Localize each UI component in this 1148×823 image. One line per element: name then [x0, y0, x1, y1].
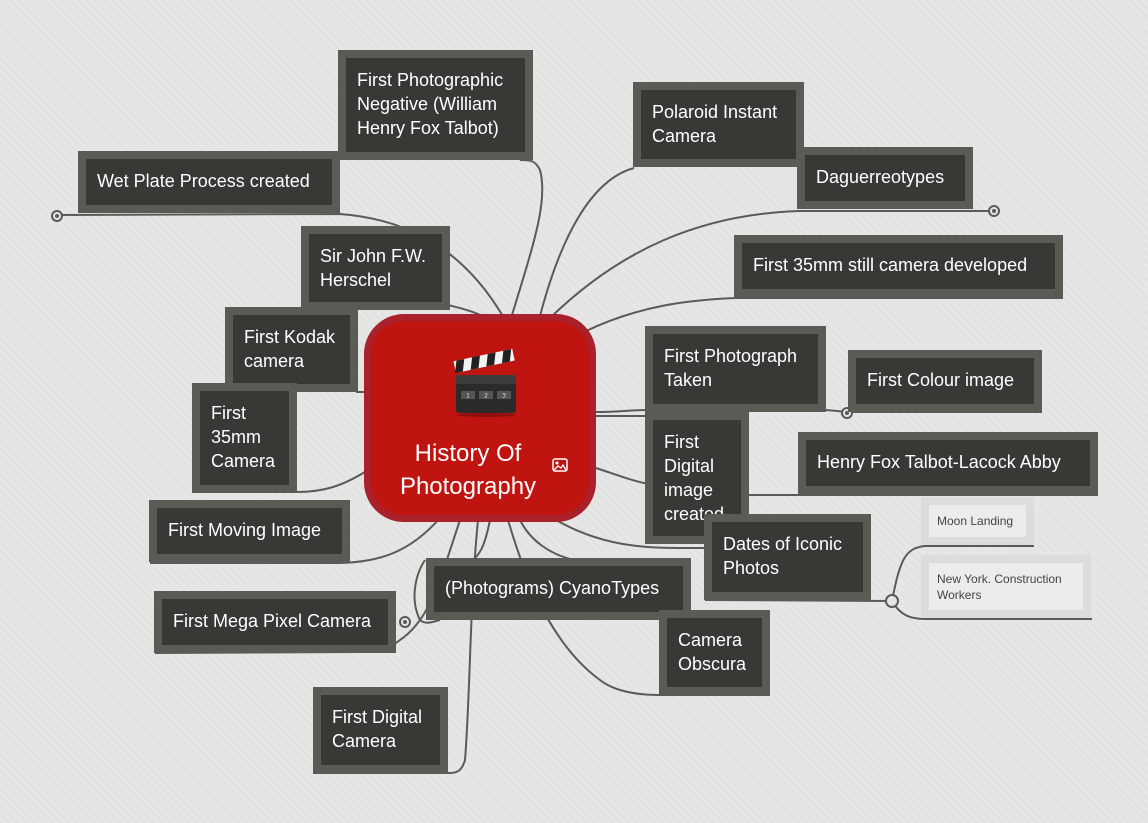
topic-label: Camera Obscura — [667, 618, 762, 687]
subtopic-new-york-construction-workers[interactable]: New York. Construction Workers — [921, 555, 1091, 618]
connector-daguerreotypes — [549, 210, 994, 319]
subtopic-moon-landing[interactable]: Moon Landing — [921, 497, 1034, 545]
central-topic-title: History Of Photography — [399, 440, 537, 500]
connector-first-negative — [511, 159, 544, 316]
subtopic-label: Moon Landing — [929, 505, 1026, 537]
topic-first-digital-camera[interactable]: First Digital Camera — [313, 687, 448, 773]
connector-moving-image — [150, 517, 441, 564]
topic-cyanotypes[interactable]: (Photograms) CyanoTypes — [426, 558, 691, 620]
topic-dates-of-iconic-photos[interactable]: Dates of Iconic Photos — [704, 514, 871, 600]
topic-wet-plate-process[interactable]: Wet Plate Process created — [78, 151, 340, 213]
topic-label: First 35mm still camera developed — [742, 243, 1055, 289]
topic-label: Polaroid Instant Camera — [641, 90, 796, 159]
topic-first-photographic-negative[interactable]: First Photographic Negative (William Hen… — [338, 50, 533, 160]
central-topic[interactable]: 1 2 3 History Of Photography — [364, 314, 596, 522]
clapperboard-icon: 1 2 3 — [453, 348, 516, 417]
svg-text:2: 2 — [484, 393, 488, 400]
topic-polaroid-instant-camera[interactable]: Polaroid Instant Camera — [633, 82, 804, 167]
topic-label: First Moving Image — [157, 508, 342, 554]
topic-label: First Digital Camera — [321, 695, 440, 765]
svg-text:1: 1 — [466, 393, 470, 400]
topic-label: (Photograms) CyanoTypes — [434, 566, 683, 612]
topic-first-colour-image[interactable]: First Colour image — [848, 350, 1042, 412]
collapse-toggle-iconic[interactable] — [885, 594, 899, 608]
topic-first-35mm-camera[interactable]: First 35mm Camera — [192, 383, 297, 493]
connector-iconic-right — [704, 599, 893, 602]
connector-first-35mm — [295, 469, 369, 493]
topic-label: First Colour image — [856, 358, 1034, 404]
topic-label: Daguerreotypes — [805, 155, 965, 201]
topic-first-moving-image[interactable]: First Moving Image — [149, 500, 350, 562]
subtopic-label: New York. Construction Workers — [929, 563, 1083, 610]
topic-first-35mm-still-camera[interactable]: First 35mm still camera developed — [734, 235, 1063, 297]
topic-label: First Mega Pixel Camera — [162, 599, 388, 645]
svg-text:3: 3 — [502, 393, 506, 400]
topic-daguerreotypes[interactable]: Daguerreotypes — [797, 147, 973, 209]
topic-label: First Kodak camera — [233, 315, 350, 384]
topic-first-mega-pixel-camera[interactable]: First Mega Pixel Camera — [154, 591, 396, 653]
topic-first-kodak-camera[interactable]: First Kodak camera — [225, 307, 358, 392]
topic-label: First Photograph Taken — [653, 334, 818, 404]
topic-label: Sir John F.W. Herschel — [309, 234, 442, 302]
image-icon[interactable] — [552, 458, 568, 472]
topic-camera-obscura[interactable]: Camera Obscura — [659, 610, 770, 695]
connector-cyanotypes-side — [413, 559, 441, 624]
connector-polaroid — [539, 167, 635, 317]
connector-moon — [891, 545, 1034, 602]
topic-henry-fox-talbot-lacock[interactable]: Henry Fox Talbot-Lacock Abby — [798, 432, 1098, 494]
connector-still-35mm — [583, 297, 1063, 333]
topic-label: First 35mm Camera — [200, 391, 289, 485]
connector-cyanotypes — [469, 519, 491, 563]
connector-iconic — [555, 519, 705, 549]
topic-label: Henry Fox Talbot-Lacock Abby — [806, 440, 1090, 486]
topic-label: Wet Plate Process created — [86, 159, 332, 205]
topic-label: Dates of Iconic Photos — [712, 522, 863, 592]
topic-first-photograph-taken[interactable]: First Photograph Taken — [645, 326, 826, 412]
topic-herschel[interactable]: Sir John F.W. Herschel — [301, 226, 450, 310]
topic-label: First Photographic Negative (William Hen… — [346, 58, 525, 152]
